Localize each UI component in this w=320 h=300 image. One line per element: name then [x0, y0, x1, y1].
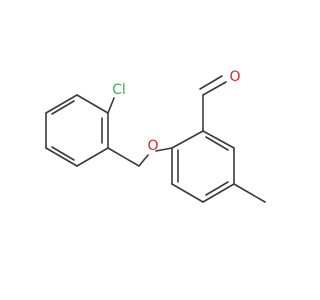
bond: [171, 130, 204, 149]
bond: [199, 75, 223, 90]
structure-canvas: Cl O O: [45, 69, 266, 203]
bond-group: [45, 75, 266, 203]
bond: [202, 81, 227, 96]
carbonyl-oxygen-label: O: [229, 69, 240, 85]
bond: [202, 183, 235, 203]
bond: [107, 147, 140, 167]
bond: [155, 147, 173, 152]
bond: [202, 130, 235, 149]
bond: [205, 136, 229, 151]
chlorine-atom-label: Cl: [112, 82, 126, 98]
ether-oxygen-label: O: [147, 138, 158, 154]
molecule-structure: Cl O O: [45, 69, 266, 203]
bond: [138, 154, 149, 167]
bond: [205, 181, 229, 196]
bond: [76, 94, 109, 114]
bond: [51, 146, 75, 161]
bond: [107, 97, 115, 114]
bond: [51, 100, 75, 115]
bond: [171, 183, 204, 203]
bond: [233, 183, 266, 203]
bond: [45, 94, 78, 114]
bond: [76, 147, 109, 167]
bond: [45, 147, 78, 167]
